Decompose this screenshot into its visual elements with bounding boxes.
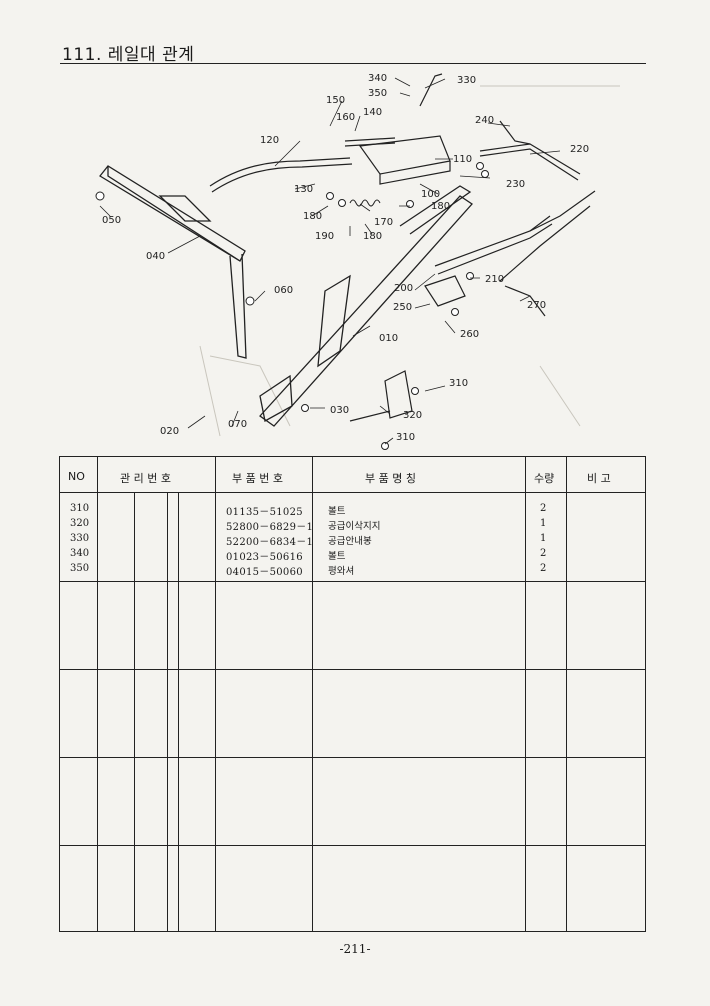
header-remarks: 비 고 <box>587 472 611 485</box>
column-divider <box>97 457 98 931</box>
header-management-number: 관 리 번 호 <box>120 472 171 485</box>
group-divider <box>60 669 645 670</box>
bracket-part-250 <box>424 275 466 307</box>
table-row: 350 04015－50060 평와셔 2 <box>60 563 645 578</box>
group-divider <box>60 581 645 582</box>
support-part-320 <box>349 370 413 422</box>
bolts <box>95 162 489 450</box>
column-divider <box>525 457 526 931</box>
table-row: 330 52200－6834－1 공급안내봉 1 <box>60 533 645 548</box>
callout-labels: 340 350 330 150 140 160 120 240 220 110 … <box>102 73 589 443</box>
column-divider <box>134 493 135 931</box>
group-divider <box>60 757 645 758</box>
leader-lines <box>99 77 561 445</box>
row-part-name: 볼트 <box>328 506 346 517</box>
callout-label: 180 <box>363 231 382 242</box>
group-divider <box>60 845 645 846</box>
row-quantity: 2 <box>540 563 547 574</box>
callout-label: 070 <box>228 419 247 430</box>
callout-label: 340 <box>368 73 387 84</box>
row-part-name: 공급안내봉 <box>328 536 372 547</box>
row-part-number: 52800－6829－1 <box>226 522 314 533</box>
column-divider <box>566 457 567 931</box>
callout-label: 150 <box>326 95 345 106</box>
callout-label: 140 <box>363 107 382 118</box>
header-no: NO <box>68 470 85 483</box>
callout-label: 260 <box>460 329 479 340</box>
row-no: 330 <box>70 533 90 544</box>
callout-label: 230 <box>506 179 525 190</box>
rod-part-140 <box>344 137 396 147</box>
column-divider <box>215 457 216 931</box>
callout-label: 170 <box>374 217 393 228</box>
row-part-number: 01135－51025 <box>226 507 303 518</box>
parts-list-table: NO 관 리 번 호 부 품 번 호 부 품 명 칭 수량 비 고 310 01… <box>59 456 646 932</box>
table-row: 310 01135－51025 볼트 2 <box>60 503 645 518</box>
row-no: 320 <box>70 518 90 529</box>
column-divider <box>178 493 179 931</box>
row-quantity: 1 <box>540 533 547 544</box>
callout-label: 270 <box>527 300 546 311</box>
callout-label: 240 <box>475 115 494 126</box>
page-title: 111. 레일대 관계 <box>62 45 195 65</box>
table-row: 340 01023－50616 볼트 2 <box>60 548 645 563</box>
header-part-number: 부 품 번 호 <box>232 472 283 485</box>
callout-label: 160 <box>336 112 355 123</box>
callout-label: 020 <box>160 426 179 437</box>
callout-label: 010 <box>379 333 398 344</box>
callout-label: 310 <box>396 432 415 443</box>
callout-label: 320 <box>403 410 422 421</box>
arm-part-200 <box>434 190 596 275</box>
row-part-name: 평와셔 <box>328 566 355 577</box>
callout-label: 040 <box>146 251 165 262</box>
row-part-number: 01023－50616 <box>226 552 303 563</box>
table-header: NO 관 리 번 호 부 품 번 호 부 품 명 칭 수량 비 고 <box>60 457 645 493</box>
frame-part-040 <box>99 165 247 359</box>
callout-label: 050 <box>102 215 121 226</box>
row-part-number: 04015－50060 <box>226 567 303 578</box>
callout-label: 180 <box>303 211 322 222</box>
table-row: 320 52800－6829－1 공급이삭지지 1 <box>60 518 645 533</box>
rod-part-120 <box>209 157 353 193</box>
callout-label: 250 <box>393 302 412 313</box>
column-divider <box>312 457 313 931</box>
row-part-number: 52200－6834－1 <box>226 537 314 548</box>
callout-label: 180 <box>431 201 450 212</box>
title-divider <box>60 63 646 64</box>
guide-rod-330 <box>419 73 443 107</box>
spring-part-170 <box>349 199 381 207</box>
exploded-parts-diagram: 340 350 330 150 140 160 120 240 220 110 … <box>95 73 620 450</box>
row-quantity: 2 <box>540 503 547 514</box>
callout-label: 220 <box>570 144 589 155</box>
row-quantity: 2 <box>540 548 547 559</box>
callout-label: 100 <box>421 189 440 200</box>
callout-label: 030 <box>330 405 349 416</box>
callout-label: 190 <box>315 231 334 242</box>
rod-part-220 <box>479 120 581 181</box>
plate-part-100 <box>358 135 451 185</box>
callout-label: 350 <box>368 88 387 99</box>
row-quantity: 1 <box>540 518 547 529</box>
header-part-name: 부 품 명 칭 <box>365 472 416 485</box>
callout-label: 120 <box>260 135 279 146</box>
callout-label: 330 <box>457 75 476 86</box>
callout-label: 110 <box>453 154 472 165</box>
page-number: -211- <box>339 942 371 956</box>
row-part-name: 볼트 <box>328 551 346 562</box>
bleed-through-shadow <box>199 85 620 437</box>
callout-label: 130 <box>294 184 313 195</box>
row-part-name: 공급이삭지지 <box>328 521 381 532</box>
row-no: 350 <box>70 563 90 574</box>
header-quantity: 수량 <box>534 472 555 485</box>
callout-label: 200 <box>394 283 413 294</box>
callout-label: 310 <box>449 378 468 389</box>
row-no: 340 <box>70 548 90 559</box>
frame-part-010 <box>259 185 473 427</box>
callout-label: 060 <box>274 285 293 296</box>
callout-label: 210 <box>485 274 504 285</box>
column-divider <box>167 493 168 931</box>
row-no: 310 <box>70 503 90 514</box>
